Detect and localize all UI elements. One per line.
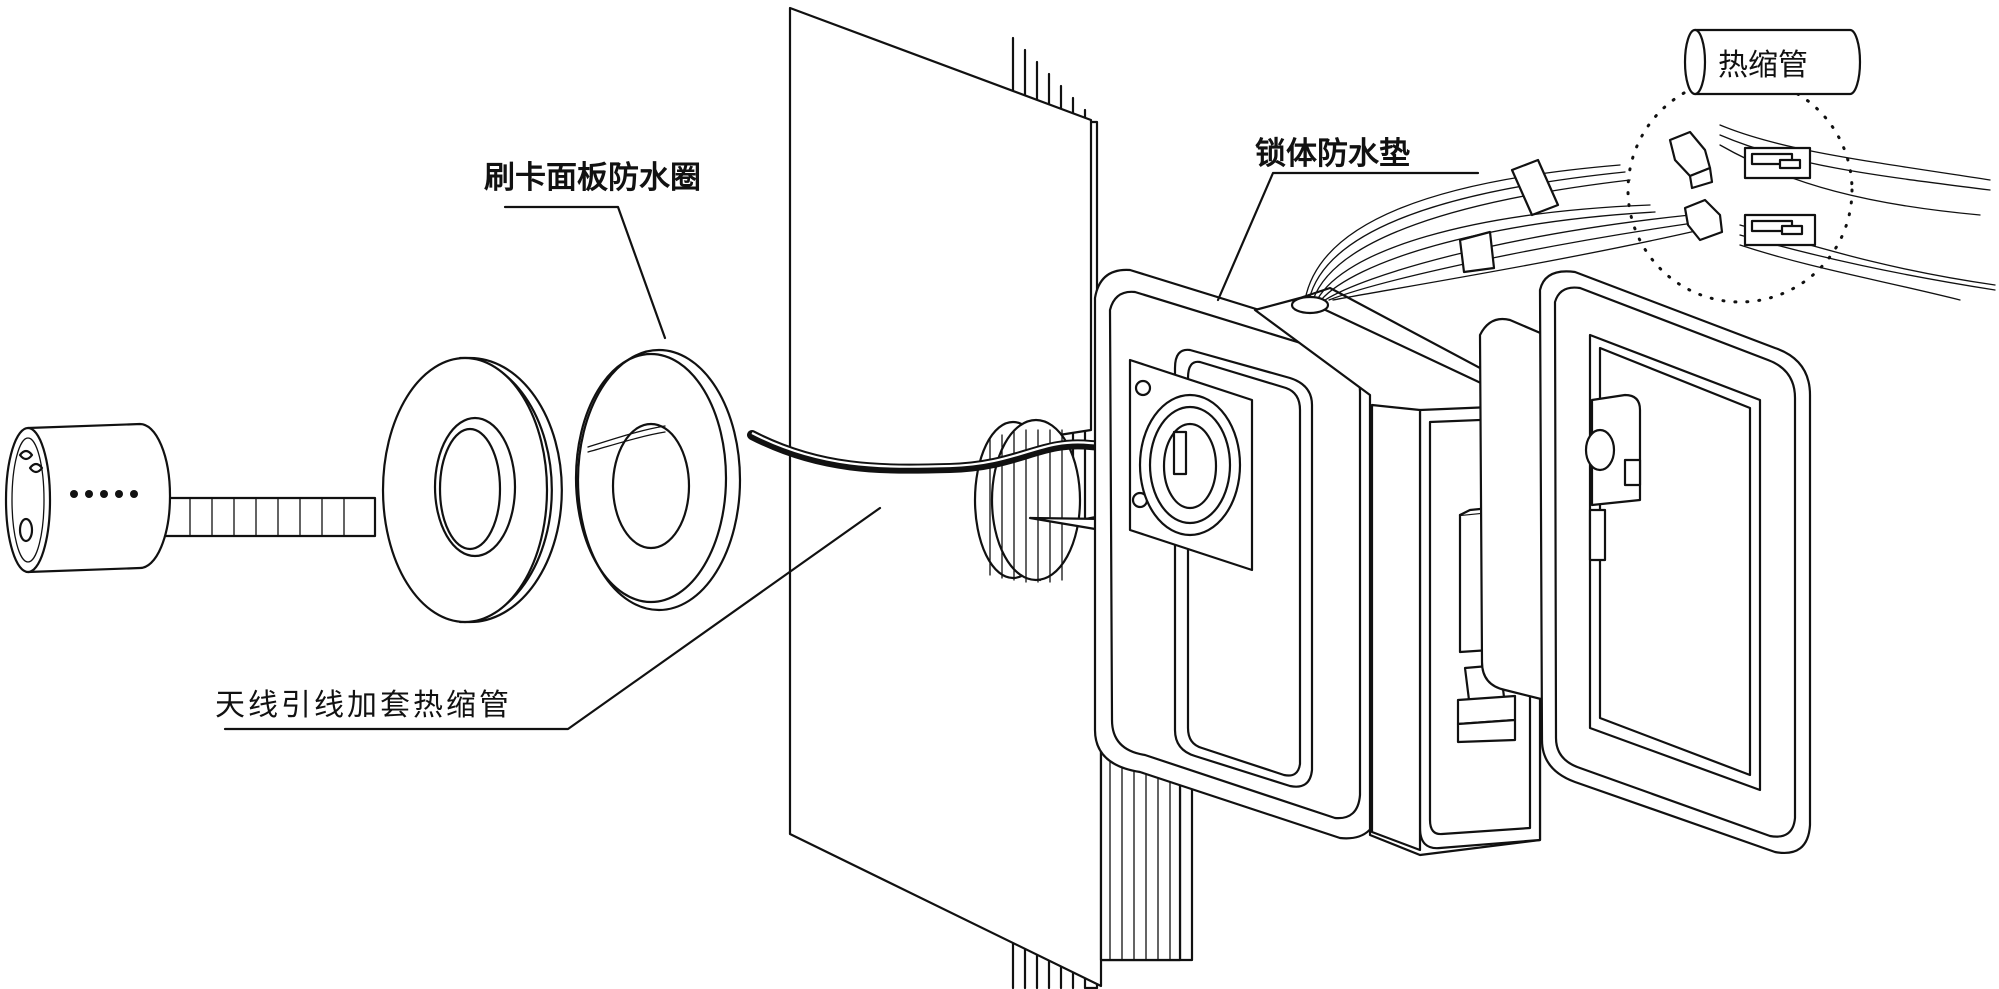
label-heat-shrink-tube: 热缩管 [1718,48,1808,83]
label-card-panel-ring: 刷卡面板防水圈 [484,160,701,196]
rear-cover [1480,271,1810,853]
connectors [1670,132,1815,245]
heat-shrink-tube-shape [1685,30,1860,94]
card-panel [383,358,562,622]
wire-bundle [1305,125,1995,300]
waterproof-ring [576,350,740,610]
mounting-plate [1130,360,1252,570]
leader-lines [225,173,1478,729]
dotted-callout-circle [1628,78,1852,302]
label-antenna-lead-sleeve: 天线引线加套热缩管 [215,688,512,723]
label-lock-body-pad: 锁体防水垫 [1255,136,1410,172]
key-cylinder [6,424,375,572]
